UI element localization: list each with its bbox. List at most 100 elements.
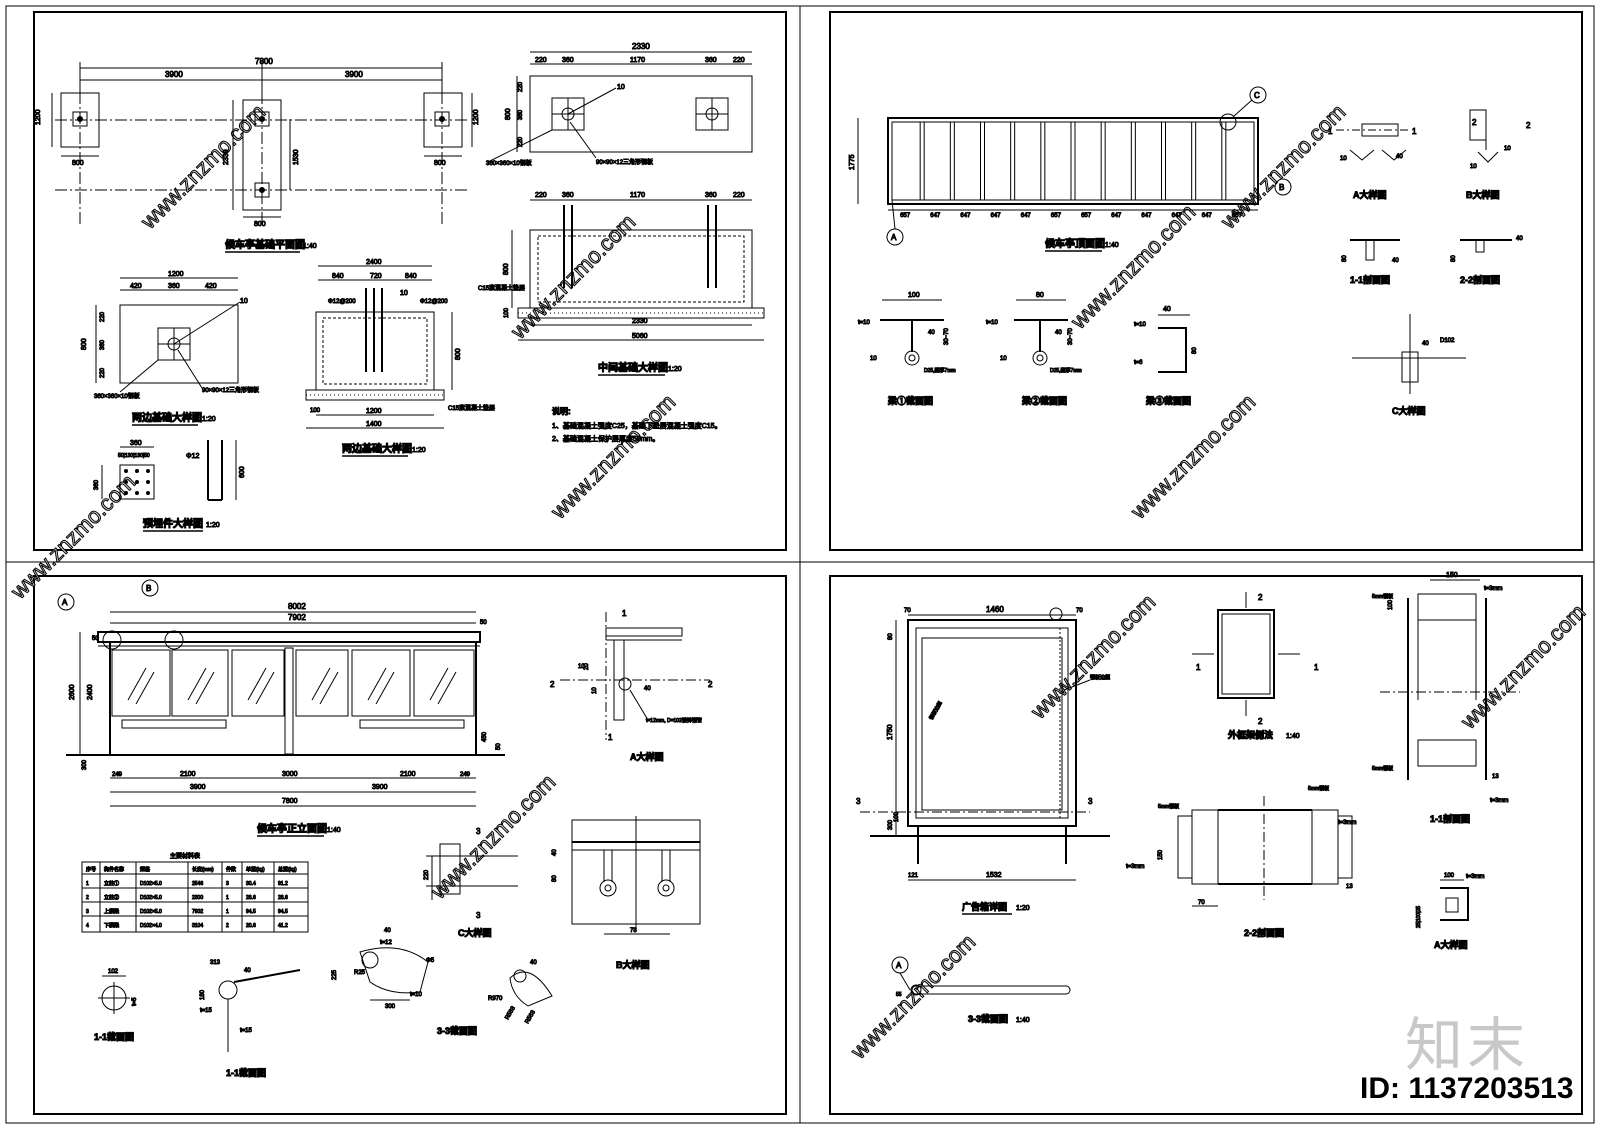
svg-text:220: 220 [518, 136, 524, 147]
svg-text:t=3mm: t=3mm [1466, 874, 1485, 880]
svg-text:1200: 1200 [366, 408, 382, 415]
svg-text:t=3mm: t=3mm [1126, 864, 1145, 870]
table-cell: 20.6 [246, 923, 256, 929]
svg-text:220: 220 [733, 192, 745, 199]
glass-panel [171, 649, 229, 717]
table-cell: 1 [226, 895, 229, 901]
table-cell: 28.6 [278, 895, 288, 901]
section-1-1-a: 102 t=5 1-1截面图 [94, 969, 139, 1043]
svg-text:t=3mm: t=3mm [1338, 820, 1357, 826]
svg-text:1532: 1532 [986, 872, 1002, 879]
svg-text:50|130|130|50: 50|130|130|50 [118, 453, 150, 459]
glass-panel [111, 649, 171, 717]
svg-text:D25,壁厚7mm: D25,壁厚7mm [924, 367, 956, 374]
table-cell: 30.4 [246, 881, 256, 887]
table-header-cell: 总重(kg) [278, 866, 297, 873]
svg-text:720: 720 [370, 273, 382, 280]
svg-text:100: 100 [894, 811, 900, 822]
svg-text:40: 40 [530, 960, 537, 966]
brand-watermark-logo: 知末 [1405, 1011, 1530, 1079]
svg-text:梁①截面图: 梁①截面图 [887, 395, 933, 406]
svg-text:B大样图: B大样图 [616, 959, 650, 970]
svg-text:t=12mm, D=102镀锌钢管: t=12mm, D=102镀锌钢管 [646, 717, 702, 724]
svg-text:220: 220 [100, 367, 106, 378]
svg-text:1775: 1775 [849, 154, 856, 170]
side-foundation-plan: 1200 420 360 420 800 220 360 220 10 360×… [81, 271, 260, 426]
panel-roof-frame [829, 11, 1583, 551]
svg-text:10: 10 [617, 84, 625, 91]
svg-text:10: 10 [1000, 356, 1007, 362]
roof-ribs [919, 122, 1227, 200]
svg-text:D102: D102 [1440, 338, 1455, 344]
svg-text:1:40: 1:40 [1016, 1017, 1030, 1024]
svg-text:7800: 7800 [255, 57, 273, 66]
svg-text:1530: 1530 [293, 149, 300, 165]
svg-text:3: 3 [476, 827, 481, 836]
svg-text:50: 50 [496, 743, 502, 750]
billboard-a-detail: 100 t=3mm 25|100|25 A大样图 [1416, 873, 1486, 951]
table-cell: 94.5 [246, 909, 256, 915]
svg-text:100: 100 [1444, 873, 1455, 879]
svg-text:360: 360 [705, 57, 717, 64]
svg-text:10: 10 [1470, 164, 1477, 170]
svg-text:t=12: t=12 [380, 940, 393, 946]
svg-text:2: 2 [1526, 121, 1531, 130]
svg-text:20: 20 [584, 663, 590, 670]
svg-text:1:40: 1:40 [1105, 242, 1119, 249]
svg-text:3900: 3900 [190, 784, 206, 791]
sheet-frames [5, 5, 1595, 1124]
panel-foundations: 7800 3900 3900 1200 1200 800 800 800 233… [35, 42, 765, 532]
svg-text:B大样图: B大样图 [1466, 189, 1500, 200]
svg-text:40: 40 [1422, 341, 1429, 347]
svg-text:2400: 2400 [366, 259, 382, 266]
front-elevation: 8002 7902 2600 2400 50 50 450 50 300 249… [57, 579, 505, 837]
svg-text:3-3截面图: 3-3截面图 [437, 1025, 477, 1036]
table-cell: 1 [226, 909, 229, 915]
svg-text:1: 1 [1196, 663, 1201, 672]
svg-text:50: 50 [92, 636, 99, 642]
svg-text:梁③截面图: 梁③截面图 [1145, 395, 1191, 406]
svg-text:5mm钢板: 5mm钢板 [1308, 785, 1329, 792]
glass-hatch [247, 667, 267, 701]
svg-text:B: B [146, 584, 151, 593]
svg-text:t=3mm: t=3mm [1490, 798, 1509, 804]
svg-text:D25,壁厚7mm: D25,壁厚7mm [1050, 367, 1082, 374]
middle-foundation-plan: 2330 220 360 1170 360 220 800 220 360 22… [486, 42, 753, 168]
svg-text:80: 80 [1036, 292, 1044, 299]
svg-text:80: 80 [552, 875, 558, 882]
svg-text:t=15: t=15 [200, 1008, 213, 1014]
svg-text:1400: 1400 [366, 421, 382, 428]
svg-text:800: 800 [434, 160, 446, 167]
svg-text:840: 840 [332, 273, 344, 280]
svg-text:40: 40 [1392, 258, 1399, 264]
svg-text:t=5: t=5 [132, 997, 138, 1006]
svg-text:220: 220 [733, 57, 745, 64]
svg-text:1:20: 1:20 [206, 522, 220, 529]
table-cell: D102×5.0 [140, 881, 162, 887]
svg-text:80: 80 [1342, 255, 1348, 262]
roof-span-label: 657 [1081, 213, 1092, 219]
svg-text:1-1剖面图: 1-1剖面图 [1350, 274, 1390, 285]
roof-span-label: 647 [960, 213, 971, 219]
svg-text:1:40: 1:40 [303, 243, 317, 250]
svg-text:2: 2 [1258, 593, 1263, 602]
svg-text:1:20: 1:20 [1016, 905, 1030, 912]
svg-text:3: 3 [1088, 797, 1093, 806]
table-cell: 7902 [192, 909, 203, 915]
svg-text:A大样图: A大样图 [1353, 189, 1387, 200]
svg-text:t=10: t=10 [986, 320, 999, 326]
svg-text:1: 1 [1328, 127, 1333, 136]
svg-text:预埋件大样图: 预埋件大样图 [143, 517, 203, 530]
svg-text:1: 1 [608, 733, 613, 742]
svg-text:78: 78 [630, 928, 637, 934]
roof-span-label: 647 [1172, 213, 1183, 219]
svg-text:5mm钢板: 5mm钢板 [1158, 803, 1179, 810]
table-header-cell: 规格 [140, 866, 150, 873]
svg-text:40: 40 [928, 330, 935, 336]
table-cell: 94.5 [278, 909, 288, 915]
roof-span-label: 657 [1051, 213, 1062, 219]
svg-text:40: 40 [244, 968, 251, 974]
roof-span-label: 647 [1021, 213, 1032, 219]
svg-text:80: 80 [888, 633, 894, 640]
svg-text:7800: 7800 [282, 798, 298, 805]
